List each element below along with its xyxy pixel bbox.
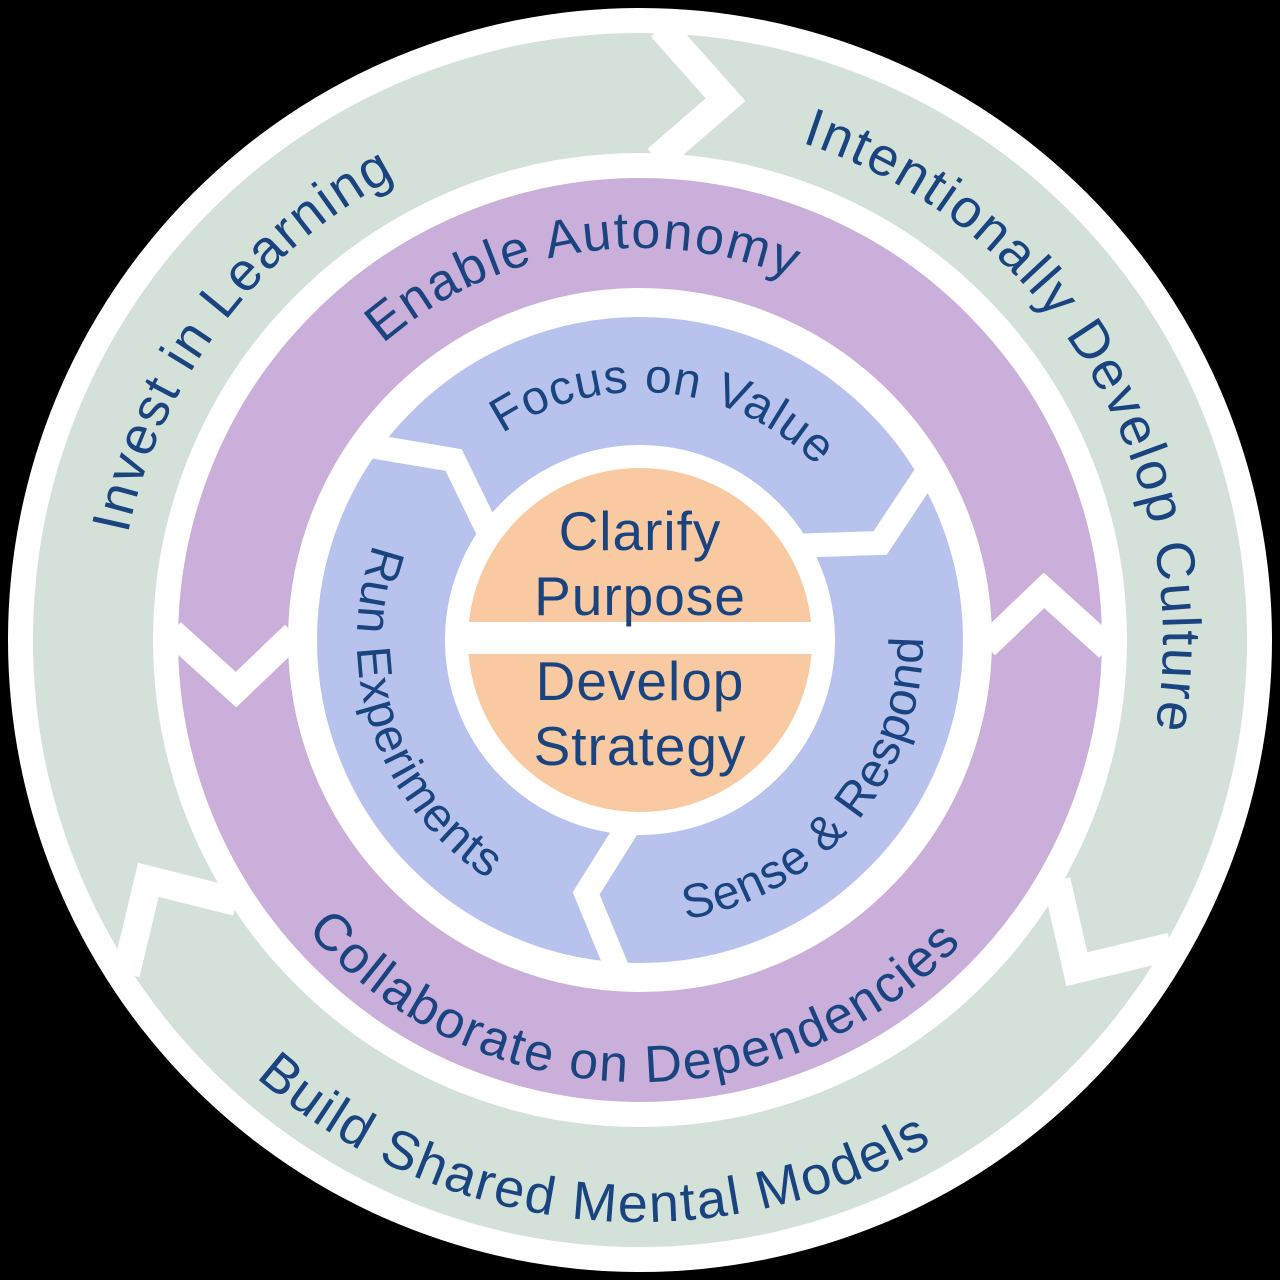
value-ring-arrow-gap-3 xyxy=(371,434,498,535)
culture-ring-arrow-gap-3 xyxy=(112,862,241,978)
culture-ring-arrow-gap-1 xyxy=(647,18,746,170)
autonomy-ring-arrow-gap-2 xyxy=(163,622,304,708)
center-divider xyxy=(453,622,827,654)
autonomy-ring-band xyxy=(178,178,1102,1102)
center-label-2: Purpose xyxy=(534,565,746,627)
center-label-4: Strategy xyxy=(534,715,747,777)
value-ring-arrow-gap-1 xyxy=(803,468,935,558)
autonomy-ring-arrow-gap-1 xyxy=(976,572,1117,658)
culture-ring-arrow-gap-2 xyxy=(1042,877,1175,987)
center-label-3: Develop xyxy=(536,650,745,712)
culture-ring-band xyxy=(33,33,1247,1247)
value-ring-band xyxy=(317,317,963,963)
value-ring-arrow-gap-2 xyxy=(572,822,637,973)
center-label-1: Clarify xyxy=(559,500,722,562)
